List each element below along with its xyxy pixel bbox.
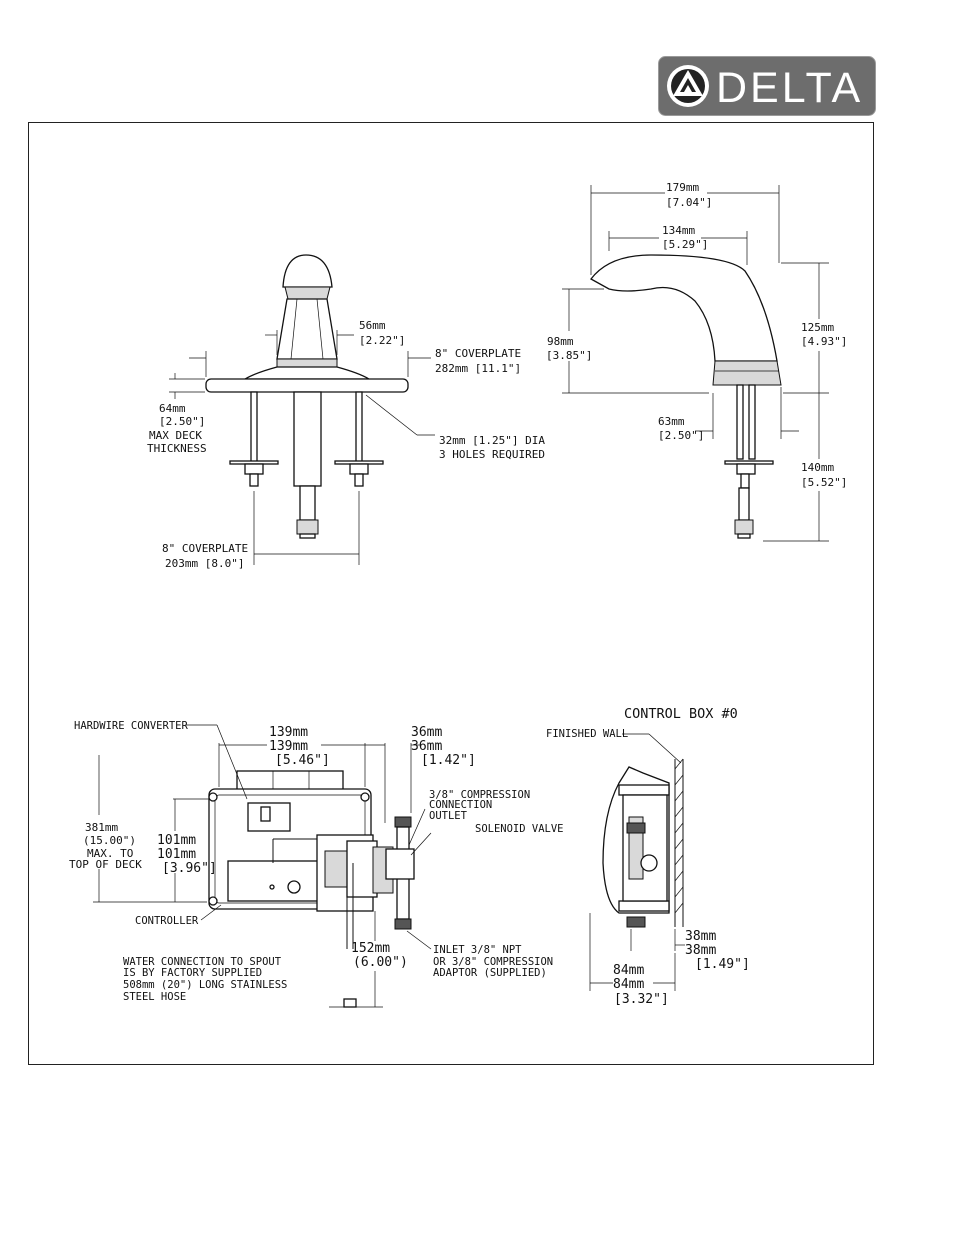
dim-box-height-1: 101mm [157,833,196,848]
dim-spout-mm: 134mm [662,224,695,237]
dim-box-width-in: [5.46"] [275,753,330,768]
label-hardwire-converter: HARDWIRE CONVERTER [74,720,188,732]
label-deck-in: [2.50"] [159,415,205,428]
faucet-front-view: 56mm [2.22"] 8" COVERPLATE 282mm [11.1"]… [147,254,545,570]
dim-max-to: MAX. TO [87,847,133,860]
label-solenoid-valve: SOLENOID VALVE [475,823,564,835]
dim-max-mm: 381mm [85,821,118,834]
delta-triangle-logo-icon [667,65,709,107]
label-deck-max: MAX DECK [149,429,202,442]
faucet-side-view: 179mm [7.04"] 134mm [5.29"] 98mm [3.85"]… [546,181,847,542]
dim-box-height-2: 101mm [157,847,196,862]
dim-valve-width-1: 36mm [411,725,442,740]
dim-shank-in: [5.52"] [801,476,847,489]
label-coverplate-bottom: 8" COVERPLATE [162,542,248,555]
technical-drawing: 56mm [2.22"] 8" COVERPLATE 282mm [11.1"]… [69,181,847,1008]
drawing-frame: 56mm [2.22"] 8" COVERPLATE 282mm [11.1"]… [28,122,874,1065]
label-inlet-compression: OR 3/8" COMPRESSION [433,956,553,968]
wall-hatching [674,758,684,927]
dim-top-of-deck: TOP OF DECK [69,858,142,871]
dim-base-in: [2.50"] [658,429,704,442]
label-inlet-npt: INLET 3/8" NPT [433,944,522,956]
dim-height-mm: 98mm [547,335,574,348]
label-coverplate-top: 8" COVERPLATE [435,347,521,360]
dim-total-in: [4.93"] [801,335,847,348]
label-water-connection: WATER CONNECTION TO SPOUT [123,956,282,968]
dim-valve-width-2: 36mm [411,739,442,754]
label-coverplate-bottom-size: 203mm [8.0"] [165,557,244,570]
dim-width-2: 84mm [613,977,644,992]
label-controller: CONTROLLER [135,915,199,927]
label-deck-thickness: THICKNESS [147,442,207,455]
label-finished-wall: FINISHED WALL [546,728,628,740]
label-deck-mm: 64mm [159,402,186,415]
dim-spout-width-in: [2.22"] [359,334,405,347]
label-outlet-compression: 3/8" COMPRESSION [429,789,530,801]
control-box-front-view: 139mm 139mm [5.46"] 36mm 36mm [1.42"] HA… [69,720,564,1008]
dim-depth-2: 38mm [685,943,716,958]
label-holes-dia: 32mm [1.25"] DIA [439,434,545,447]
dim-box-width-1: 139mm [269,725,308,740]
dim-height-in: [3.85"] [546,349,592,362]
dim-depth-in: [1.49"] [695,957,750,972]
dim-box-height-in: [3.96"] [162,861,217,876]
brand-name: DELTA [716,64,863,112]
dim-spout-width: 56mm [359,319,386,332]
label-inlet-adaptor: ADAPTOR (SUPPLIED) [433,967,547,979]
dim-total-mm: 125mm [801,321,834,334]
dim-hose-in: (6.00") [353,955,408,970]
dim-depth-1: 38mm [685,929,716,944]
dim-reach-mm: 179mm [666,181,699,194]
control-box-title: CONTROL BOX #0 [624,706,738,722]
label-outlet: OUTLET [429,810,468,822]
label-water-factory: IS BY FACTORY SUPPLIED [123,967,262,979]
dim-spout-in: [5.29"] [662,238,708,251]
dim-width-1: 84mm [613,963,644,978]
label-water-hose: STEEL HOSE [123,991,186,1003]
label-outlet-connection: CONNECTION [429,799,492,811]
dim-width-in: [3.32"] [614,992,669,1007]
dim-hose-mm: 152mm [351,941,390,956]
label-holes-required: 3 HOLES REQUIRED [439,448,545,461]
dim-shank-mm: 140mm [801,461,834,474]
dim-base-mm: 63mm [658,415,685,428]
label-coverplate-top-size: 282mm [11.1"] [435,362,521,375]
delta-logo: DELTA [658,56,876,116]
dim-reach-in: [7.04"] [666,196,712,209]
control-box-side-view: CONTROL BOX #0 FINISHED WALL 38 [546,706,750,1007]
dim-max-in: (15.00") [83,834,136,847]
dim-box-width-2: 139mm [269,739,308,754]
dim-valve-width-in: [1.42"] [421,753,476,768]
label-water-length: 508mm (20") LONG STAINLESS [123,979,287,991]
